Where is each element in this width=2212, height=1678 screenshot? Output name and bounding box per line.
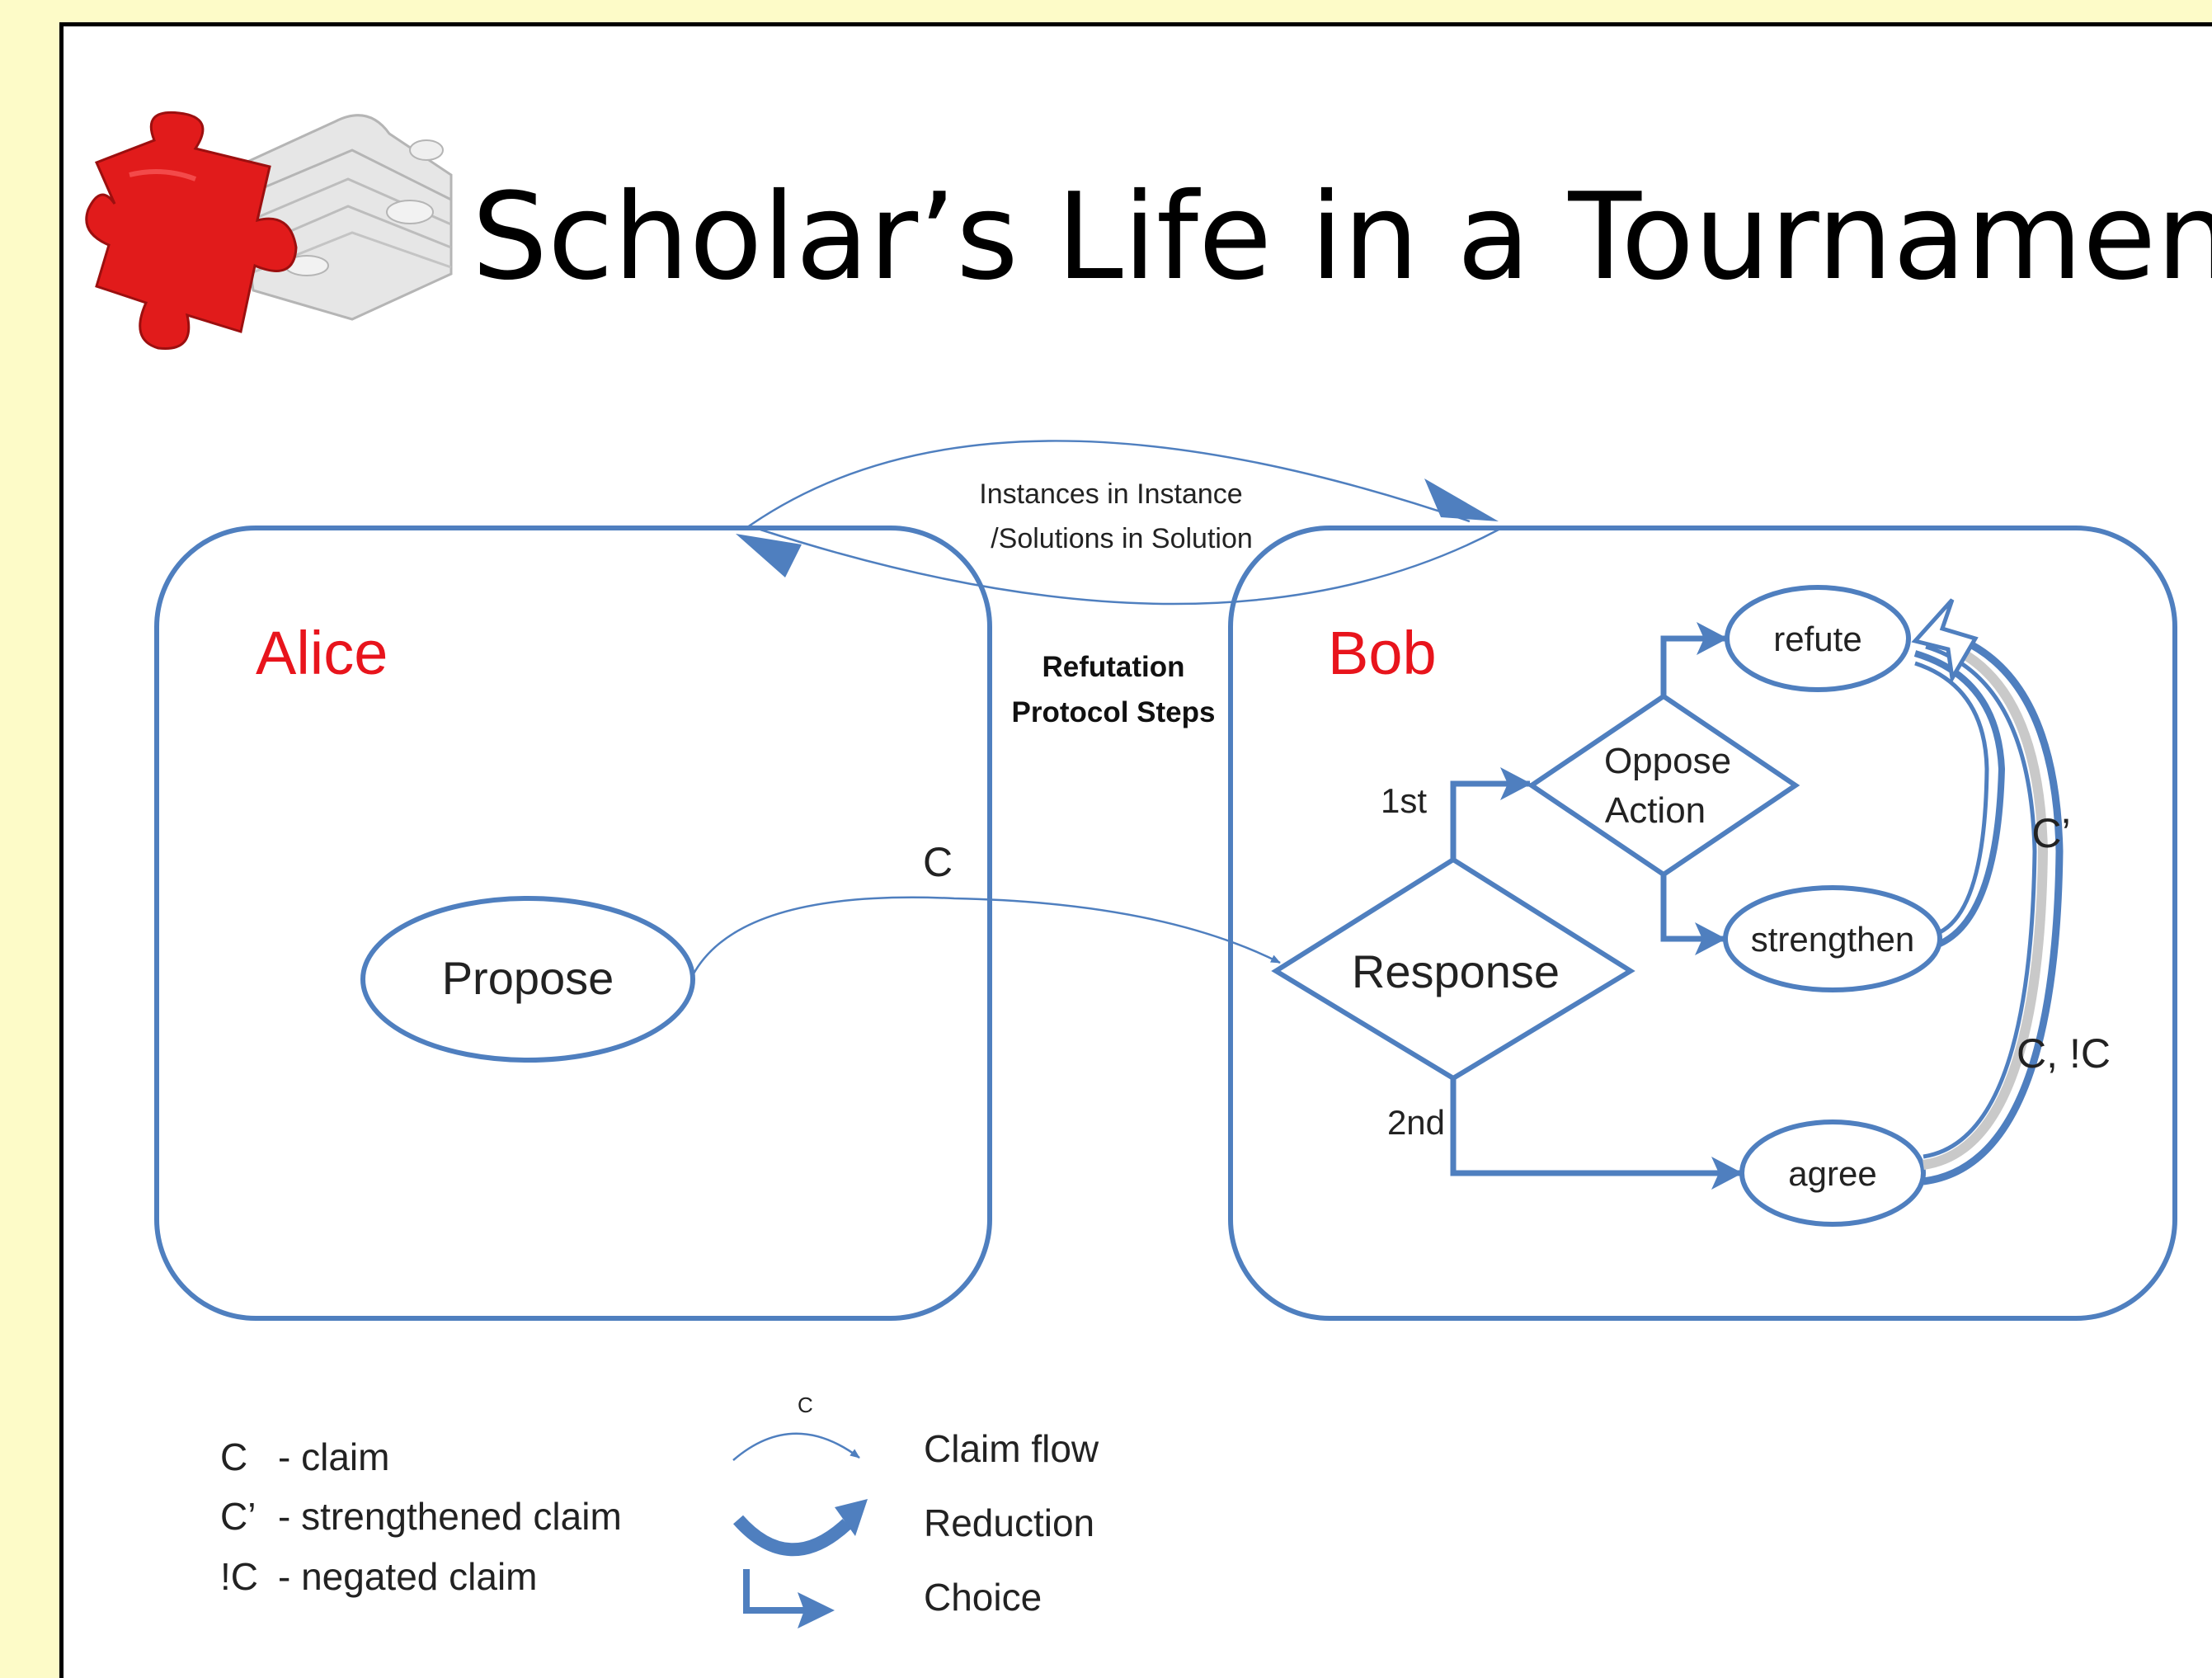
protocol-label-line2: Protocol Steps [1012,696,1216,728]
legend-reduction-label: Reduction [924,1501,1094,1544]
bob-box [1228,526,2177,1321]
agree-label: agree [1788,1154,1876,1193]
reduction-arrowhead [1911,598,1979,685]
legend-meaning-strengthened: - strengthened claim [278,1495,622,1538]
claim-label: C [923,839,953,885]
claim-flow-arrow [691,896,1281,976]
legend-arrow-claim-label: C [798,1393,813,1417]
legend-meaning-claim: - claim [278,1435,389,1478]
bob-label: Bob [1328,619,1437,687]
alice-label: Alice [256,619,388,687]
choice-arrow-second [1450,1078,1743,1190]
slide: Scholar’s Life in a Tournament Alice Bob… [59,22,2212,1678]
propose-label: Propose [442,952,614,1004]
oppose-action-node [1527,693,1800,878]
legend-choice-icon [743,1569,835,1629]
reduction-arrow-agree [1923,625,2064,1185]
page-title: Scholar’s Life in a Tournament [472,167,2212,307]
top-arrow-lower-head [736,534,802,577]
choice-arrow-first [1450,767,1532,860]
choice-arrow-refute [1660,622,1728,696]
legend-choice-label: Choice [924,1576,1042,1619]
protocol-label-line1: Refutation [1042,651,1184,683]
strengthened-claim-label: C’ [2031,810,2070,856]
legend-claim-flow-label: Claim flow [924,1427,1099,1470]
propose-node [360,896,695,1063]
refute-label: refute [1773,620,1861,658]
legend-symbol-strengthened: C’ [220,1495,256,1538]
legend-meaning-negated: - negated claim [278,1555,538,1598]
reduction-arrow-strengthen [1913,650,2006,947]
oppose-label-line1: Oppose [1604,741,1731,781]
top-arrow-upper [743,440,1471,531]
grey-puzzle-stack [235,114,453,321]
legend-reduction-icon [733,1499,868,1557]
legend: C - claim C’ - strengthened claim !C - n… [220,1393,1099,1629]
top-arrow-label-line1: Instances in Instance [979,478,1242,510]
alice-box [154,526,992,1321]
legend-symbol-negated: !C [220,1555,258,1598]
top-arrow-lower [760,528,1499,606]
claim-or-negation-label: C, !C [2017,1030,2111,1077]
diagram: Scholar’s Life in a Tournament Alice Bob… [85,111,2212,1629]
top-arrow-label-line2: /Solutions in Solution [991,523,1253,554]
first-label: 1st [1381,781,1427,820]
red-puzzle-piece [85,111,298,350]
response-label: Response [1352,945,1560,997]
legend-symbol-claim: C [220,1435,247,1478]
choice-arrow-strengthen [1660,874,1726,955]
second-label: 2nd [1387,1103,1445,1142]
top-arrow-upper-head [1424,478,1499,521]
strengthen-label: strengthen [1751,920,1914,959]
legend-claim-flow-icon [732,1432,860,1461]
puzzle-logo [85,111,453,350]
oppose-label-line2: Action [1605,790,1706,831]
